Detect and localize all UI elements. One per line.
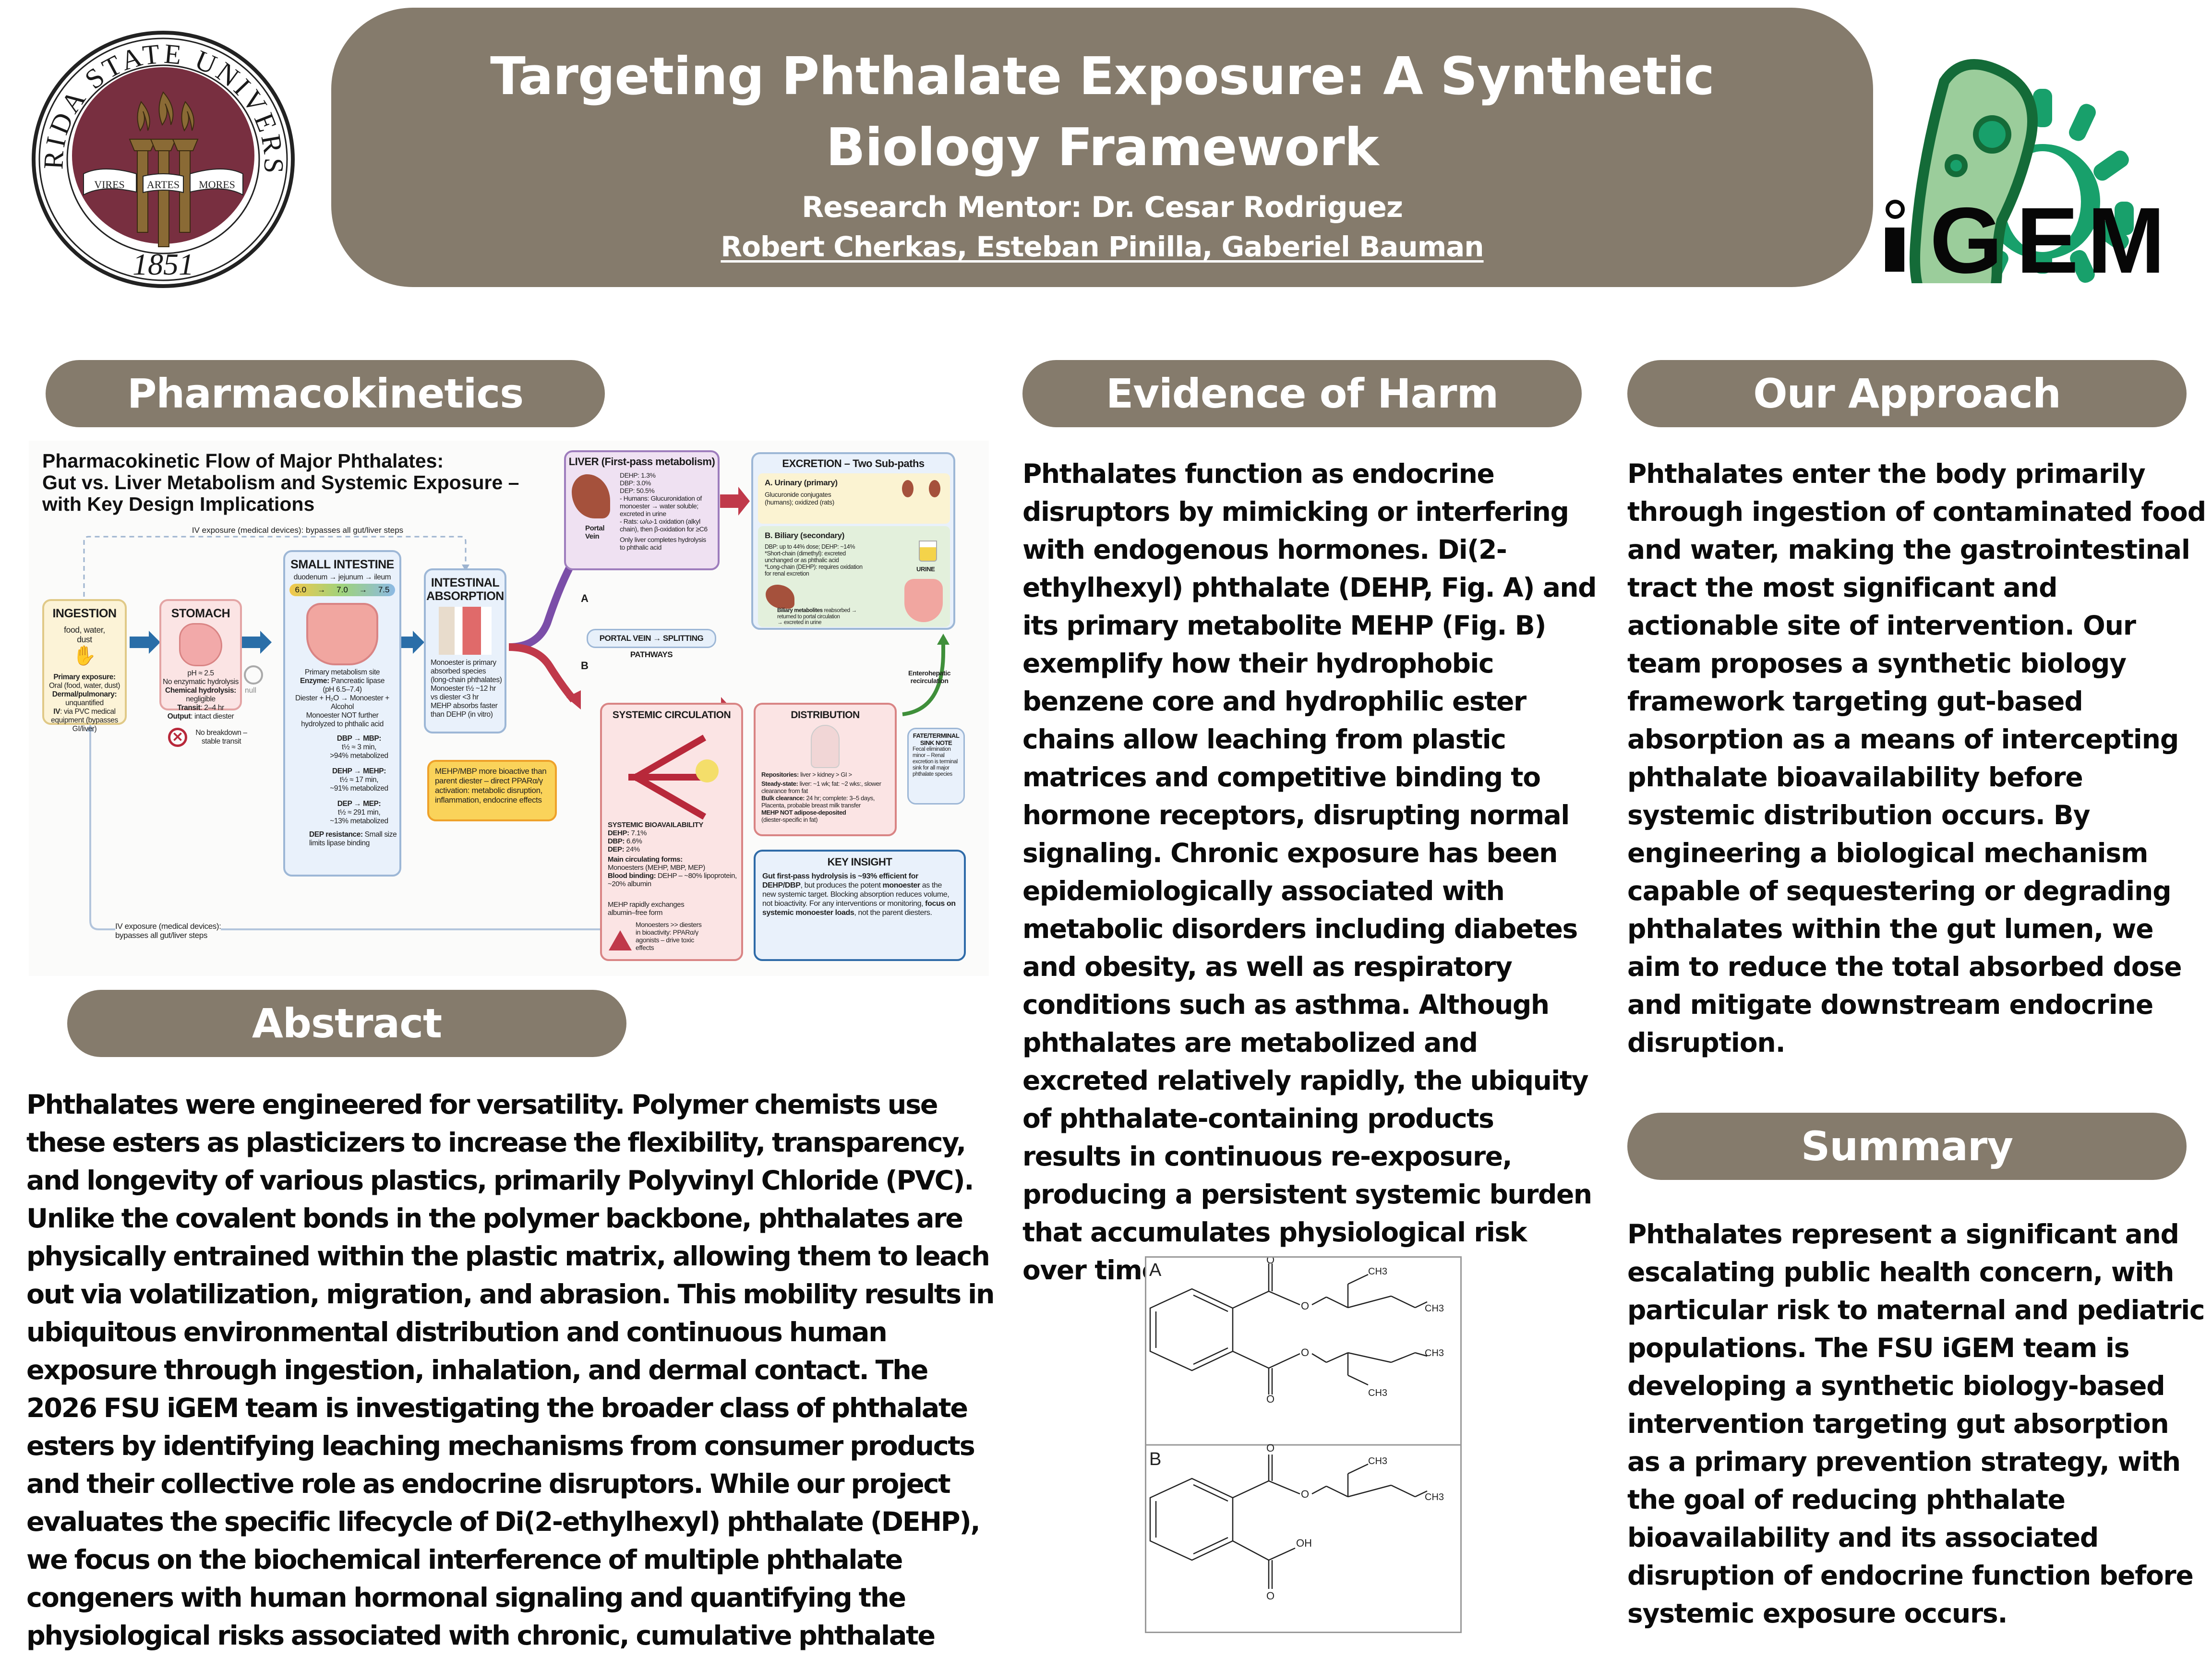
svg-text:O: O bbox=[1266, 1258, 1274, 1266]
svg-text:O: O bbox=[1266, 1590, 1274, 1602]
svg-text:O: O bbox=[1266, 1393, 1274, 1405]
intestinal-absorption-box: INTESTINAL ABSORPTION Monoester is prima… bbox=[424, 568, 506, 733]
abstract-body: Phthalates were engineered for versatili… bbox=[26, 1089, 995, 1659]
diagram-title: Pharmacokinetic Flow of Major Phthalates… bbox=[42, 450, 519, 515]
pharmacokinetic-flow-diagram: Pharmacokinetic Flow of Major Phthalates… bbox=[29, 441, 989, 976]
hand-spoon-icon: ✋ bbox=[72, 645, 96, 666]
iv-bypass-label-bottom: IV exposure (medical devices): bypasses … bbox=[115, 922, 221, 940]
svg-text:M: M bbox=[2087, 188, 2165, 283]
svg-text:CH3: CH3 bbox=[1425, 1492, 1444, 1503]
title-banner: Targeting Phthalate Exposure: A Syntheti… bbox=[331, 8, 1873, 287]
svg-text:CH3: CH3 bbox=[1368, 1266, 1387, 1277]
svg-text:O: O bbox=[1301, 1488, 1309, 1500]
svg-text:CH3: CH3 bbox=[1425, 1348, 1444, 1358]
dep-resistance-note: DEP resistance: Small size limits lipase… bbox=[309, 830, 397, 847]
section-header-abstract: Abstract bbox=[67, 990, 626, 1057]
distribution-box: DISTRIBUTION Repositories: liver > kidne… bbox=[754, 703, 897, 836]
path-a-label: A bbox=[581, 592, 589, 604]
iv-bypass-label-top: IV exposure (medical devices): bypasses … bbox=[192, 526, 404, 535]
section-header-our-approach: Our Approach bbox=[1627, 360, 2187, 427]
svg-text:B: B bbox=[1149, 1449, 1161, 1469]
svg-text:E: E bbox=[2016, 188, 2079, 283]
svg-text:A: A bbox=[1149, 1260, 1162, 1280]
svg-text:OH: OH bbox=[1296, 1537, 1312, 1549]
svg-text:MORES: MORES bbox=[199, 179, 235, 191]
svg-text:O: O bbox=[1266, 1442, 1274, 1454]
evidence-of-harm-body: Phthalates function as endocrine disrupt… bbox=[1022, 458, 1597, 1286]
path-b-label: B bbox=[581, 660, 589, 672]
systemic-circulation-box: SYSTEMIC CIRCULATION SYSTEMIC BIOAVAILAB… bbox=[600, 703, 743, 961]
biliary-subpath: B. Biliary (secondary) DBP: up to 44% do… bbox=[758, 526, 950, 627]
svg-text:O: O bbox=[1301, 1300, 1309, 1312]
stomach-icon bbox=[179, 623, 222, 666]
enterohepatic-label: Enterohepatic recirculation bbox=[908, 669, 951, 685]
fate-terminal-sink-box: FATE/TERMINAL SINK NOTE Fecal eliminatio… bbox=[907, 728, 965, 805]
svg-text:G: G bbox=[1930, 188, 2003, 283]
summary-body: Phthalates represent a significant and e… bbox=[1627, 1219, 2205, 1629]
svg-text:VIRES: VIRES bbox=[94, 179, 125, 191]
null-label: null bbox=[245, 686, 257, 695]
diagram-arrows bbox=[83, 487, 950, 930]
human-body-icon bbox=[811, 725, 840, 768]
kidneys-icon bbox=[902, 480, 940, 509]
intestinal-wall-icon bbox=[439, 607, 492, 655]
section-header-evidence-of-harm: Evidence of Harm bbox=[1022, 360, 1582, 427]
urinary-subpath: A. Urinary (primary) Glucuronide conjuga… bbox=[758, 473, 950, 524]
svg-text:ARTES: ARTES bbox=[147, 179, 180, 191]
stomach-box: STOMACH pH ≈ 2.5 No enzymatic hydrolysis… bbox=[159, 599, 242, 721]
igem-logo: iGEM G E M bbox=[1872, 43, 2189, 327]
excretion-box: EXCRETION – Two Sub-paths A. Urinary (pr… bbox=[751, 452, 955, 630]
liver-box: LIVER (First-pass metabolism) Portal Vei… bbox=[564, 450, 720, 570]
conversion-dbp: DBP → MBP: t½ ≈ 3 min, >94% metabolized bbox=[330, 734, 388, 760]
null-symbol-icon bbox=[244, 665, 263, 685]
svg-text:CH3: CH3 bbox=[1368, 1456, 1387, 1467]
poster-title: Targeting Phthalate Exposure: A Syntheti… bbox=[490, 47, 1715, 178]
svg-text:1851: 1851 bbox=[132, 247, 194, 281]
svg-text:CH3: CH3 bbox=[1368, 1388, 1387, 1398]
conversion-dehp: DEHP → MEHP: t½ ≈ 17 min, ~91% metaboliz… bbox=[330, 767, 388, 793]
conversion-dep: DEP → MEP: t½ ≈ 291 min, ~13% metabolize… bbox=[330, 800, 388, 825]
dehp-mehp-structure-figure: A O O O O CH3 CH3 CH3 CH3 B bbox=[1145, 1254, 1462, 1633]
svg-text:O: O bbox=[1301, 1346, 1309, 1358]
ph-gradient-bar: 6.0 → 7.0 → 7.5 bbox=[289, 584, 395, 596]
portal-vein-split-label: PORTAL VEIN → SPLITTING PATHWAYS bbox=[587, 629, 716, 659]
liver-icon bbox=[572, 474, 610, 518]
key-insight-box: KEY INSIGHT Gut first-pass hydrolysis is… bbox=[754, 850, 966, 961]
authors-link[interactable]: Robert Cherkas, Esteban Pinilla, Gaberie… bbox=[721, 230, 1484, 263]
svg-text:CH3: CH3 bbox=[1425, 1303, 1444, 1314]
no-breakdown-label: No breakdown – stable transit bbox=[195, 729, 247, 745]
toxic-warning-icon bbox=[609, 930, 632, 950]
bioactivity-callout: MEHP/MBP more bioactive than parent dies… bbox=[427, 760, 557, 821]
small-intestine-box: SMALL INTESTINE duodenum → jejunum → ile… bbox=[283, 550, 401, 877]
intestine-icon bbox=[306, 603, 378, 665]
no-breakdown-icon: ✕ bbox=[168, 728, 187, 747]
intestine-icon-small bbox=[904, 579, 943, 622]
vessel-organs-icon bbox=[619, 726, 724, 820]
ingestion-box: INGESTION food, water, dust ✋ Primary ex… bbox=[42, 599, 127, 733]
research-mentor: Research Mentor: Dr. Cesar Rodriguez bbox=[802, 191, 1403, 224]
fsu-seal-logo: FLORIDA STATE UNIVERSITY VIRES ARTES MOR… bbox=[18, 5, 297, 289]
section-header-pharmacokinetics: Pharmacokinetics bbox=[46, 360, 605, 427]
urine-beaker-icon bbox=[919, 541, 937, 562]
our-approach-body: Phthalates enter the body primarily thro… bbox=[1627, 458, 2206, 1058]
liver-icon-small bbox=[766, 585, 794, 609]
section-header-summary: Summary bbox=[1627, 1113, 2187, 1180]
